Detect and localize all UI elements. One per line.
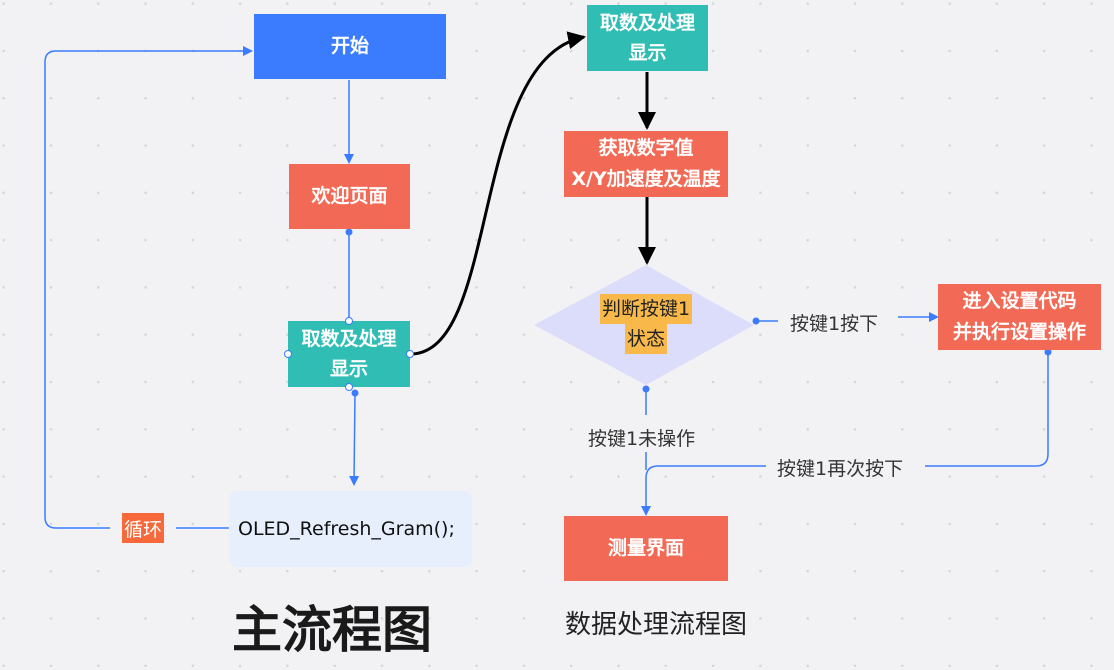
get-value-line2: X/Y加速度及温度 [571,168,721,190]
edge-fetch-code [349,392,360,486]
edge-label-key-pressed-again: 按键1再次按下 [773,454,908,481]
get-value-node[interactable]: 获取数字值 X/Y加速度及温度 [564,131,728,197]
welcome-page-node[interactable]: 欢迎页面 [289,164,410,229]
connection-handle-right[interactable] [406,350,414,358]
code-label: OLED_Refresh_Gram(); [238,518,455,540]
get-value-line1: 获取数字值 [598,137,694,159]
start-node[interactable]: 开始 [254,14,446,79]
start-label: 开始 [330,35,369,57]
loop-label: 循环 [122,513,164,543]
data-fetch-line2: 显示 [628,42,667,64]
code-node[interactable]: OLED_Refresh_Gram(); [229,491,472,567]
data-flow-title: 数据处理流程图 [565,610,748,640]
data-fetch-line1: 取数及处理 [599,12,695,34]
decision-node[interactable]: 判断按键1 状态 [576,294,716,354]
edge-label-key-not-operated: 按键1未操作 [584,424,700,451]
edge-label-key-pressed: 按键1按下 [786,309,883,336]
settings-line1: 进入设置代码 [962,290,1077,312]
decision-line1: 判断按键1 [599,294,693,324]
main-flow-title: 主流程图 [232,601,432,659]
edge-back-to-measure [641,465,766,516]
measure-label: 测量界面 [607,537,684,559]
settings-node[interactable]: 进入设置代码 并执行设置操作 [938,284,1101,350]
connection-handle-bottom[interactable] [345,383,353,391]
data-fetch-node[interactable]: 取数及处理 显示 [587,5,708,71]
edge-main-to-data [411,31,586,356]
welcome-label: 欢迎页面 [311,185,388,207]
edge-settings-back [925,352,1049,467]
connection-handle-left[interactable] [284,350,292,358]
decision-line2: 状态 [624,324,667,354]
settings-line2: 并执行设置操作 [952,321,1086,343]
fetch-label-line1: 取数及处理 [301,328,397,350]
fetch-process-node[interactable]: 取数及处理 显示 [288,321,410,387]
connection-handle-top[interactable] [345,317,353,325]
measure-node[interactable]: 测量界面 [564,516,728,581]
edge-loop-start [44,46,253,529]
fetch-label-line2: 显示 [329,358,368,380]
